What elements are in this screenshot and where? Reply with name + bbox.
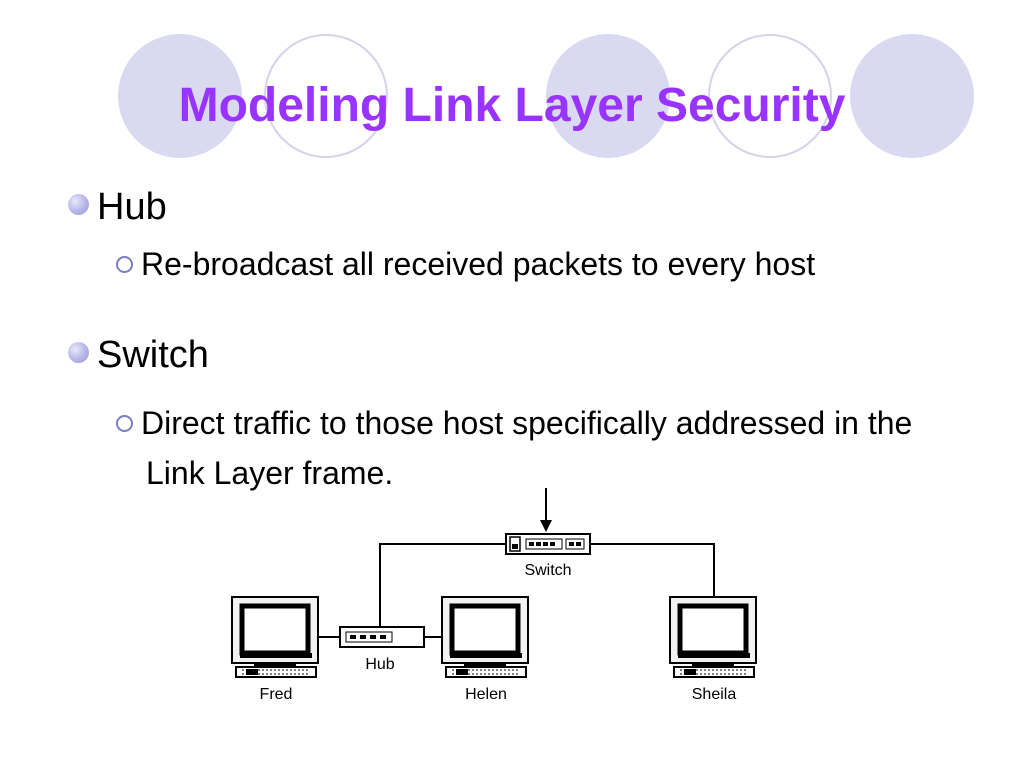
decor-ring xyxy=(708,34,832,158)
decor-circle xyxy=(546,34,670,158)
decor-ring xyxy=(264,34,388,158)
hub-label: Hub xyxy=(365,656,394,673)
switch-device xyxy=(505,533,591,555)
sub-bullet-text: Direct traffic to those host specificall… xyxy=(141,405,913,491)
switch-label: Switch xyxy=(524,562,571,579)
computer-fred-icon xyxy=(232,597,318,677)
bullet-dot-icon xyxy=(68,342,89,363)
sub-bullet-hub: Re-broadcast all received packets to eve… xyxy=(116,244,926,284)
bullet-text: Hub xyxy=(97,186,167,228)
sub-bullet-ring-icon xyxy=(116,256,133,273)
decor-circle xyxy=(118,34,242,158)
slide-title: Modeling Link Layer Security xyxy=(178,79,846,132)
computer-helen-icon xyxy=(442,597,528,677)
bullet-dot-icon xyxy=(68,194,89,215)
host-label-helen: Helen xyxy=(465,686,507,703)
sub-bullet-ring-icon xyxy=(116,415,133,432)
bullet-hub: Hub xyxy=(68,186,167,229)
computer-sheila-icon xyxy=(670,597,756,677)
sub-bullet-switch: Direct traffic to those host specificall… xyxy=(116,398,926,498)
cables xyxy=(318,543,715,638)
hub-device xyxy=(339,626,425,648)
sub-bullet-text: Re-broadcast all received packets to eve… xyxy=(141,246,816,282)
decor-circle xyxy=(850,34,974,158)
host-label-fred: Fred xyxy=(260,686,293,703)
bullet-text: Switch xyxy=(97,334,209,376)
host-label-sheila: Sheila xyxy=(692,686,737,703)
arrow-icon xyxy=(540,488,552,532)
bullet-switch: Switch xyxy=(68,334,209,377)
